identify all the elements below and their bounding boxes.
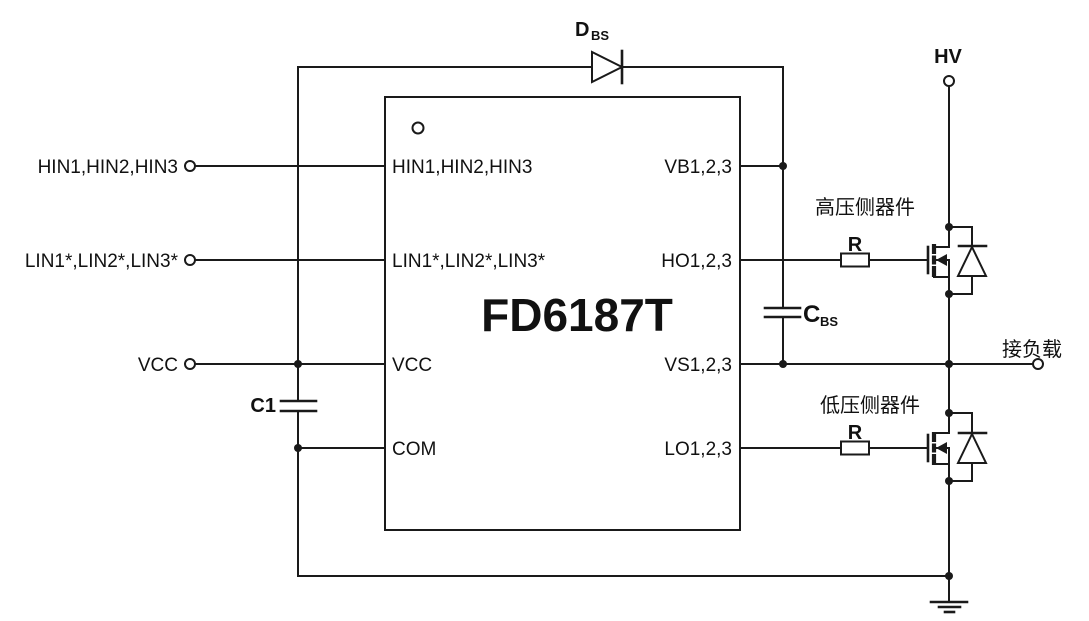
high-side-mosfet <box>926 226 988 295</box>
ground-symbol <box>929 600 969 614</box>
vcc-capacitor: C1 <box>250 395 318 417</box>
junction-vcc <box>294 360 302 368</box>
hin-terminal-label: HIN1,HIN2,HIN3 <box>38 157 178 178</box>
bootstrap-diode-ref-sub: BS <box>591 28 609 43</box>
low-gate-resistor: R <box>840 422 870 456</box>
junction-high-drain <box>945 223 953 231</box>
bootstrap-diode-triangle <box>591 50 625 84</box>
junction-com <box>294 444 302 452</box>
low-side-annotation: 低压侧器件 <box>820 394 920 417</box>
vcc-terminal-label: VCC <box>138 355 178 376</box>
junction-high-source <box>945 290 953 298</box>
junction-low-drain <box>945 409 953 417</box>
high-gate-resistor-label: R <box>848 234 863 256</box>
cbs-label: C <box>803 301 820 328</box>
c1-label: C1 <box>250 395 276 417</box>
junction-vs-bus <box>945 360 953 368</box>
ic-pin-vb: VB1,2,3 <box>664 157 732 178</box>
low-body-diode-triangle <box>956 431 988 464</box>
ic-pin-lo: LO1,2,3 <box>664 439 732 460</box>
high-gate-resistor: R <box>840 234 870 268</box>
high-gate-resistor-body <box>840 252 870 268</box>
bootstrap-diode-ref: D <box>575 19 589 41</box>
low-side-mosfet <box>926 412 988 482</box>
low-gate-resistor-body <box>840 440 870 456</box>
bootstrap-diode: D BS <box>575 19 625 85</box>
ic-pin-hin: HIN1,HIN2,HIN3 <box>392 157 532 178</box>
vcc-terminal <box>184 358 196 370</box>
low-body-diode-bottom-lead <box>948 462 973 482</box>
ic-pin-lin: LIN1*,LIN2*,LIN3* <box>392 251 546 272</box>
ic-pin1-marker <box>411 121 425 135</box>
ic-outline <box>384 96 741 531</box>
junction-cbs-vs <box>779 360 787 368</box>
ic-pin-com: COM <box>392 439 436 460</box>
junction-dots <box>294 162 953 580</box>
load-terminal <box>1032 358 1044 370</box>
low-body-diode <box>948 412 988 482</box>
high-body-diode-top-lead <box>948 226 973 247</box>
wires <box>194 66 1034 602</box>
ic-pin-ho: HO1,2,3 <box>661 251 732 272</box>
low-gate-resistor-label: R <box>848 422 863 444</box>
annotations: 高压侧器件 低压侧器件 <box>815 196 920 417</box>
junction-vb <box>779 162 787 170</box>
junction-ground <box>945 572 953 580</box>
low-mosfet-body-arrow <box>936 442 947 454</box>
high-body-diode-triangle <box>956 244 988 277</box>
high-mosfet-body-arrow <box>936 254 947 266</box>
ic-body: FD6187T HIN1,HIN2,HIN3 LIN1*,LIN2*,LIN3*… <box>384 96 741 531</box>
hv-terminal-group: HV <box>934 46 963 87</box>
junction-low-source <box>945 477 953 485</box>
high-body-diode-bottom-lead <box>948 275 973 295</box>
load-terminal-group: 接负载 <box>1002 338 1062 370</box>
load-label: 接负载 <box>1002 338 1062 361</box>
input-terminals: HIN1,HIN2,HIN3 LIN1*,LIN2*,LIN3* VCC <box>25 157 196 376</box>
high-body-diode <box>948 226 988 295</box>
low-body-diode-top-lead <box>948 412 973 434</box>
ic-pin-vcc: VCC <box>392 355 432 376</box>
high-side-annotation: 高压侧器件 <box>815 196 915 219</box>
lin-terminal <box>184 254 196 266</box>
lin-terminal-label: LIN1*,LIN2*,LIN3* <box>25 251 179 272</box>
hin-terminal <box>184 160 196 172</box>
bootstrap-capacitor: C BS <box>763 301 838 329</box>
hv-label: HV <box>934 46 962 68</box>
ic-part-number: FD6187T <box>481 289 673 341</box>
ic-pin-vs: VS1,2,3 <box>664 355 732 376</box>
cbs-label-sub: BS <box>820 314 838 329</box>
hv-terminal <box>943 75 955 87</box>
